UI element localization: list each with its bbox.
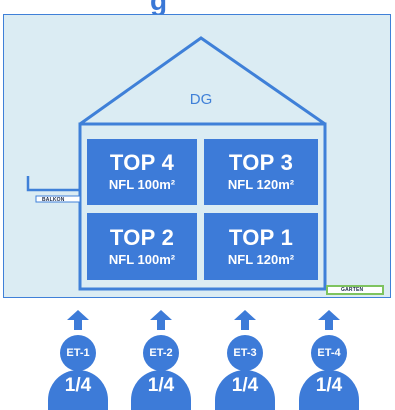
roof-outline (79, 36, 326, 126)
arrow-up-icon (318, 310, 340, 330)
owner-share: 1/4 (64, 375, 92, 396)
unit-name: TOP 3 (228, 150, 294, 175)
title-fragment: g (150, 0, 168, 16)
arrow-up-icon (67, 310, 89, 330)
garden-label: GARTEN (341, 287, 364, 293)
arrow-up-icon (150, 310, 172, 330)
unit-name: TOP 2 (109, 224, 175, 250)
house-outline (26, 36, 384, 295)
owner-share: 1/4 (231, 375, 259, 396)
owner-et-1: ET-1 1/4 (46, 310, 110, 410)
balcony-rail (26, 176, 80, 192)
unit-top-3: TOP 3 NFL 120m² (204, 139, 318, 205)
owner-label: ET-1 (66, 347, 90, 359)
owner-label: ET-3 (233, 347, 257, 359)
unit-area: NFL 120m² (227, 251, 295, 267)
balcony-label: BALKON (42, 197, 65, 203)
avatar-body: 1/4 (48, 370, 108, 410)
avatar-head: ET-1 (60, 335, 96, 371)
unit-area: NFL 120m² (227, 177, 295, 192)
owner-et-4: ET-4 1/4 (297, 310, 361, 410)
arrow-up-icon (234, 310, 256, 330)
owner-et-3: ET-3 1/4 (213, 310, 277, 410)
avatar-head: ET-4 (311, 335, 347, 371)
owner-share: 1/4 (315, 375, 343, 396)
avatar-head: ET-2 (143, 335, 179, 371)
owner-label: ET-2 (149, 347, 173, 359)
owner-label: ET-4 (317, 347, 341, 359)
owner-share: 1/4 (147, 375, 175, 396)
unit-name: TOP 4 (109, 150, 175, 175)
roof-label: DG (189, 91, 213, 108)
unit-area: NFL 100m² (108, 251, 176, 267)
avatar-body: 1/4 (131, 370, 191, 410)
unit-name: TOP 1 (228, 224, 294, 250)
owner-et-2: ET-2 1/4 (129, 310, 193, 410)
unit-top-2: TOP 2 NFL 100m² (87, 213, 197, 280)
garden-strip (326, 285, 384, 295)
building-outline (78, 122, 327, 291)
unit-top-1: TOP 1 NFL 120m² (204, 213, 318, 280)
avatar-body: 1/4 (299, 370, 359, 410)
avatar-head: ET-3 (227, 335, 263, 371)
unit-area: NFL 100m² (108, 177, 176, 192)
avatar-body: 1/4 (215, 370, 275, 410)
balcony-platform (35, 195, 81, 203)
unit-top-4: TOP 4 NFL 100m² (87, 139, 197, 205)
